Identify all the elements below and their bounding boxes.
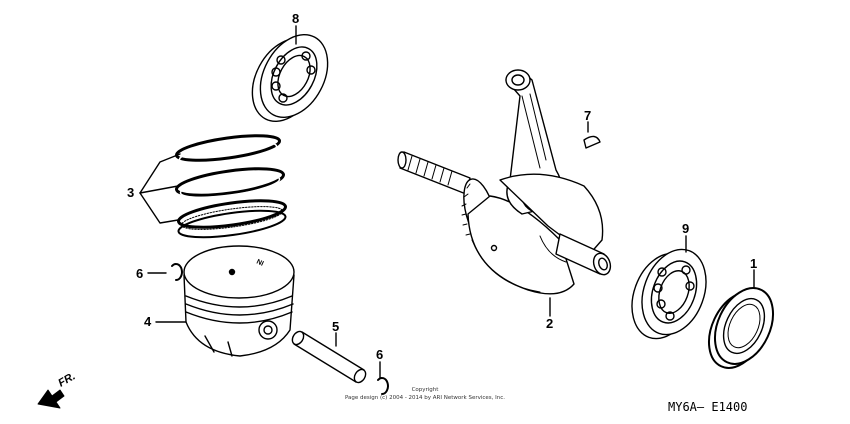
callout-6-lower: 6	[376, 347, 384, 362]
diagram-code: MY6A— E1400	[668, 400, 748, 414]
piston-rings-part-3	[174, 134, 287, 239]
leader-3a	[139, 153, 181, 194]
copyright-line-1: Copyright	[411, 387, 439, 393]
front-direction-arrow-icon	[37, 389, 65, 409]
callout-9: 9	[682, 221, 690, 236]
oil-seal-part-1	[707, 287, 775, 369]
bearing-right-part-9	[631, 248, 707, 340]
piston-part-4	[183, 245, 295, 357]
callout-4: 4	[144, 314, 152, 329]
callout-5: 5	[332, 319, 340, 334]
callout-8: 8	[292, 11, 300, 26]
circlip-upper-part-6	[171, 263, 183, 281]
callout-3: 3	[127, 185, 135, 200]
crankshaft-part-2	[397, 69, 612, 295]
piston-mark-text: NI	[255, 258, 264, 267]
callout-7: 7	[584, 108, 592, 123]
callout-1: 1	[750, 256, 758, 271]
callout-2: 2	[546, 316, 554, 331]
woodruff-key-part-7	[583, 135, 601, 149]
piston-pin-part-5	[291, 330, 367, 384]
leader-3c	[139, 192, 179, 224]
leader-3b	[139, 185, 179, 194]
copyright-line-2: Page design (c) 2004 - 2014 by ARI Netwo…	[344, 395, 506, 401]
bearing-top-part-8	[251, 33, 329, 123]
callout-6-upper: 6	[136, 266, 144, 281]
